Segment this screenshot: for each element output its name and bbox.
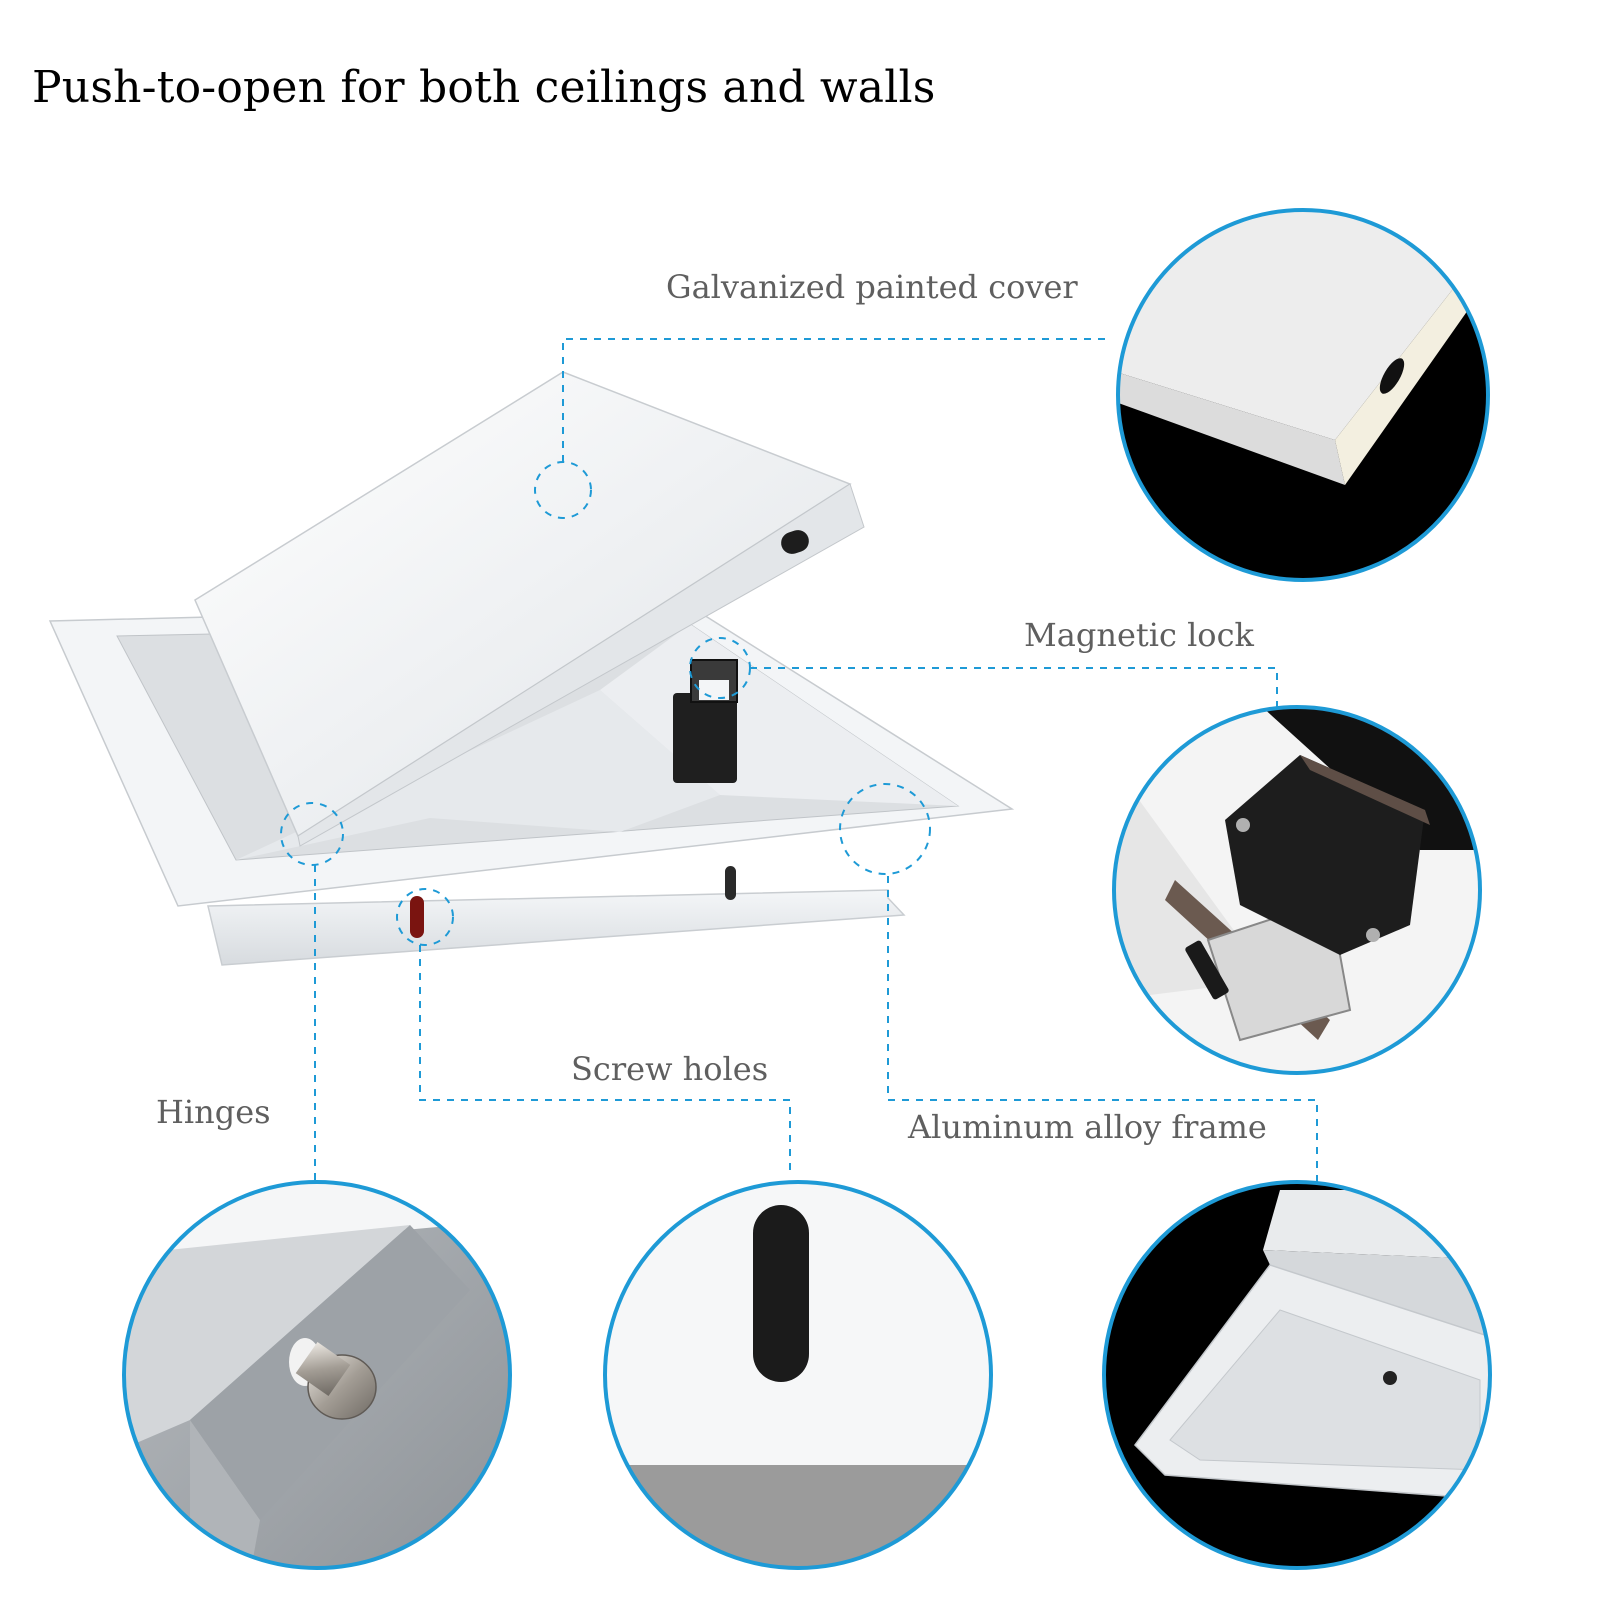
detail-cover bbox=[1118, 210, 1488, 580]
marker-frame bbox=[839, 783, 931, 875]
frame-side bbox=[207, 889, 906, 966]
lid-slot bbox=[781, 530, 809, 554]
frame-slot bbox=[725, 866, 736, 900]
screw-slot-red bbox=[410, 896, 424, 938]
leader-frame bbox=[887, 876, 1318, 1184]
callout-screws: Screw holes bbox=[571, 1050, 769, 1088]
detail-lock-ring bbox=[1112, 705, 1482, 1075]
detail-screw-holes-ring bbox=[603, 1180, 993, 1570]
detail-cover-ring bbox=[1116, 208, 1490, 582]
leader-lines bbox=[280, 338, 1318, 1184]
callout-hinges: Hinges bbox=[156, 1093, 271, 1131]
detail-hinges-ring bbox=[122, 1180, 512, 1570]
marker-screw bbox=[396, 888, 454, 946]
marker-hinge bbox=[280, 802, 344, 866]
marker-cover bbox=[534, 461, 592, 519]
latch-catch bbox=[690, 659, 738, 703]
page-title: Push-to-open for both ceilings and walls bbox=[32, 62, 936, 113]
frame-inner bbox=[236, 690, 720, 860]
detail-frame bbox=[1104, 1182, 1490, 1568]
access-panel-illustration bbox=[48, 371, 1015, 966]
callout-lock: Magnetic lock bbox=[1024, 616, 1254, 654]
leader-screws bbox=[419, 945, 791, 1170]
detail-frame-ring bbox=[1102, 1180, 1492, 1570]
marker-lock bbox=[689, 637, 751, 699]
frame-screw-hole bbox=[1383, 1371, 1397, 1385]
callout-cover: Galvanized painted cover bbox=[666, 268, 1078, 306]
screw-slot bbox=[753, 1205, 809, 1382]
magnetic-latch bbox=[673, 693, 737, 783]
callout-frame: Aluminum alloy frame bbox=[908, 1108, 1267, 1146]
cover-lid-edge bbox=[297, 483, 865, 847]
